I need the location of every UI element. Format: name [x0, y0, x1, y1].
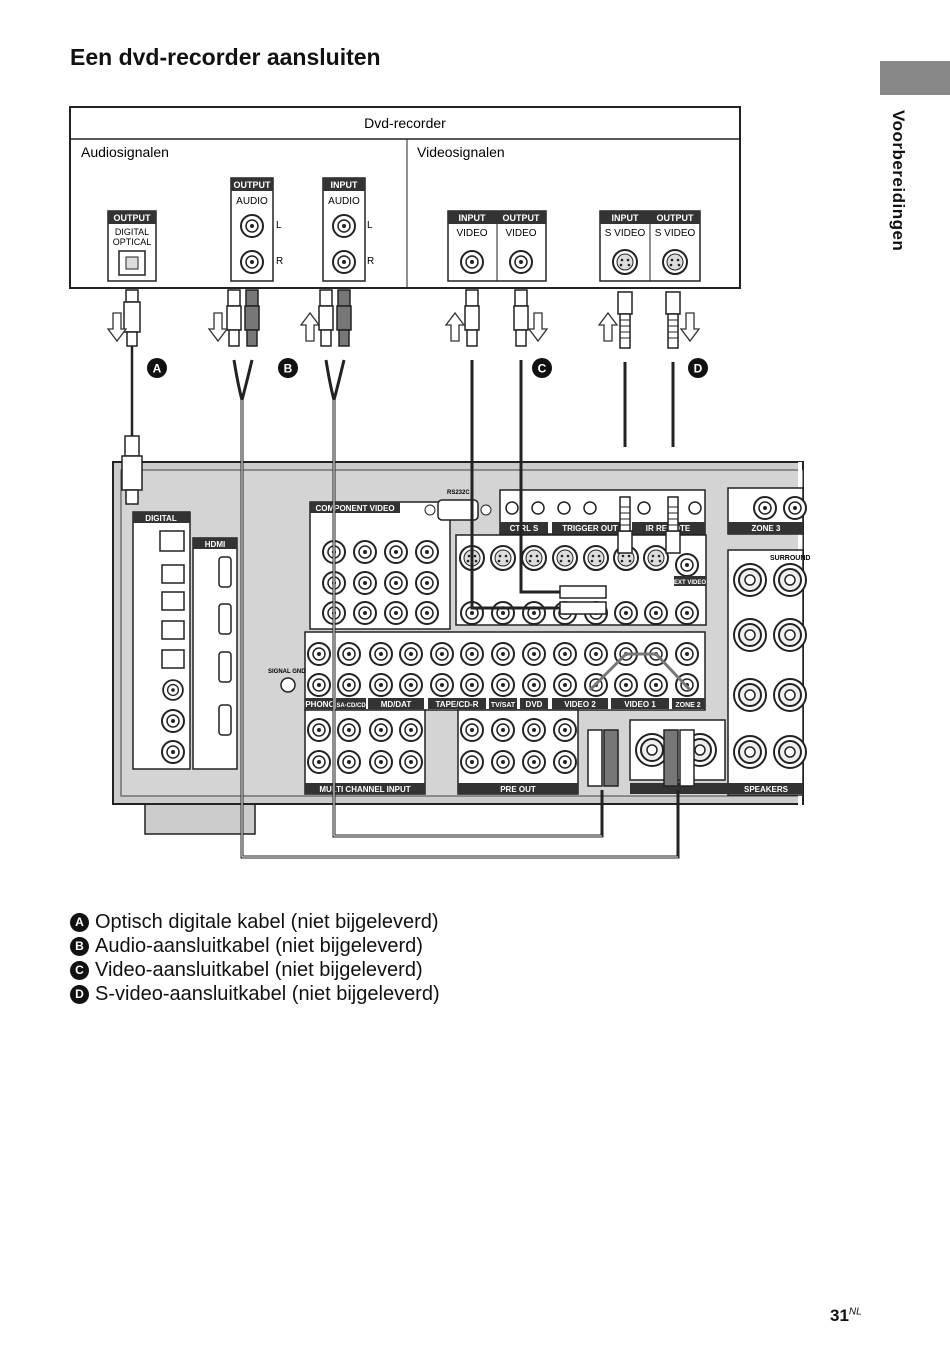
receiver-rear-panel: DIGITAL HDMI COMPONENT VIDEO — [112, 461, 810, 835]
receiver-pre-out: PRE OUT — [457, 709, 579, 795]
video-output-label: OUTPUT — [503, 213, 541, 223]
callout-a: A — [147, 358, 167, 378]
page-number-value: 31 — [830, 1306, 849, 1325]
speakers-label: SPEAKERS — [744, 785, 789, 794]
callout-b-text: B — [284, 362, 293, 376]
md-dat-label: MD/DAT — [381, 700, 412, 709]
tv-sat-label: TV/SAT — [491, 702, 516, 709]
video-input-video-label: VIDEO — [456, 228, 487, 239]
callout-c-text: C — [538, 362, 547, 376]
legend-item: C Video-aansluitkabel (niet bijgeleverd) — [70, 958, 440, 982]
page-number-suffix: NL — [848, 1306, 862, 1318]
receiver-digital-label: DIGITAL — [145, 514, 177, 523]
cable-legend: A Optisch digitale kabel (niet bijgelever… — [70, 910, 440, 1006]
audio-output-l: L — [276, 220, 282, 231]
cables — [130, 345, 692, 859]
callout-d-text: D — [694, 362, 703, 376]
optical-output-label: OUTPUT — [114, 213, 152, 223]
video1-label: VIDEO 1 — [624, 700, 656, 709]
zone2-label: ZONE 2 — [675, 702, 700, 709]
sa-cd-label: SA-CD/CD — [336, 703, 366, 709]
legend-item: D S-video-aansluitkabel (niet bijgeleverd… — [70, 982, 440, 1006]
svideo-input-svideo-label: S VIDEO — [605, 228, 646, 239]
audio-input-l: L — [367, 220, 373, 231]
legend-item: A Optisch digitale kabel (niet bijgelever… — [70, 910, 440, 934]
section-tab — [880, 61, 950, 95]
signal-gnd-label: SIGNAL GND — [268, 669, 306, 675]
signal-arrows — [107, 312, 700, 342]
trigger-out-label: TRIGGER OUT — [562, 524, 618, 533]
page-number: 31NL — [830, 1306, 862, 1326]
receiver-zone3: ZONE 3 — [727, 487, 807, 535]
audio-section-label: Audiosignalen — [81, 144, 169, 160]
video2-label: VIDEO 2 — [564, 700, 596, 709]
recorder-plugs — [123, 289, 681, 349]
svideo-output-svideo-label: S VIDEO — [655, 228, 696, 239]
recorder-audio-output: OUTPUT AUDIO L R — [230, 177, 283, 282]
legend-badge: B — [70, 936, 89, 956]
svideo-input-label: INPUT — [612, 213, 640, 223]
rs232c-label: RS232C — [447, 490, 470, 496]
video-input-label: INPUT — [459, 213, 487, 223]
multi-channel-input-label: MULTI CHANNEL INPUT — [319, 785, 410, 794]
dvd-recorder-panel: Dvd-recorder Audiosignalen Videosignalen… — [69, 106, 741, 289]
receiver-hdmi-label: HDMI — [205, 540, 225, 549]
recorder-optical-output: OUTPUT DIGITAL OPTICAL — [107, 210, 157, 282]
receiver-digital-block: DIGITAL — [132, 511, 191, 770]
component-video-label: COMPONENT VIDEO — [315, 504, 394, 513]
legend-badge: A — [70, 912, 89, 932]
legend-badge: C — [70, 960, 89, 980]
tape-cd-r-label: TAPE/CD-R — [436, 700, 479, 709]
connection-diagram: Dvd-recorder Audiosignalen Videosignalen… — [69, 106, 810, 859]
legend-text: Audio-aansluitkabel (niet bijgeleverd) — [95, 935, 423, 957]
receiver-audio-row: PHONO SA-CD/CD MD/DAT TAPE/CD-R TV/SAT D… — [304, 631, 706, 711]
callout-d: D — [688, 358, 708, 378]
callout-c: C — [532, 358, 552, 378]
video-output-video-label: VIDEO — [505, 228, 536, 239]
recorder-video-jacks: INPUT OUTPUT VIDEO VIDEO — [447, 210, 547, 282]
audio-output-r: R — [276, 256, 283, 267]
optical-optical-label: OPTICAL — [113, 237, 152, 247]
phono-label: PHONO — [305, 700, 334, 709]
legend-badge: D — [70, 984, 89, 1004]
video-section-label: Videosignalen — [417, 144, 505, 160]
receiver-signal-gnd: SIGNAL GND — [268, 669, 306, 693]
receiver-component-video: COMPONENT VIDEO — [309, 501, 451, 630]
audio-output-audio-label: AUDIO — [236, 196, 268, 207]
page-title: Een dvd-recorder aansluiten — [70, 44, 381, 70]
ctrl-s-label: CTRL S — [510, 524, 539, 533]
optical-digital-label: DIGITAL — [115, 227, 149, 237]
legend-text: Optisch digitale kabel (niet bijgeleverd… — [95, 911, 439, 933]
receiver-plugs — [121, 435, 695, 787]
recorder-audio-input: INPUT AUDIO L R — [322, 177, 374, 282]
audio-output-label: OUTPUT — [234, 180, 272, 190]
svideo-output-label: OUTPUT — [657, 213, 695, 223]
receiver-rs232c: RS232C — [424, 490, 492, 521]
legend-text: Video-aansluitkabel (niet bijgeleverd) — [95, 959, 423, 981]
audio-input-label: INPUT — [331, 180, 359, 190]
audio-input-r: R — [367, 256, 374, 267]
recorder-title: Dvd-recorder — [364, 115, 446, 131]
callout-a-text: A — [153, 362, 162, 376]
receiver-hdmi-block: HDMI — [192, 537, 238, 770]
zone3-label: ZONE 3 — [752, 524, 781, 533]
callout-b: B — [278, 358, 298, 378]
legend-item: B Audio-aansluitkabel (niet bijgeleverd) — [70, 934, 440, 958]
receiver-multi-channel-input: MULTI CHANNEL INPUT — [304, 709, 426, 795]
legend-text: S-video-aansluitkabel (niet bijgeleverd) — [95, 983, 440, 1005]
dvd-label: DVD — [526, 700, 543, 709]
receiver-speakers: SURROUND SPEAKERS — [629, 549, 810, 796]
audio-input-audio-label: AUDIO — [328, 196, 360, 207]
ext-video-label: EXT VIDEO — [674, 580, 706, 586]
surround-label: SURROUND — [770, 555, 810, 562]
recorder-svideo-jacks: INPUT OUTPUT S VIDEO S VIDEO — [599, 210, 701, 282]
pre-out-label: PRE OUT — [500, 785, 536, 794]
